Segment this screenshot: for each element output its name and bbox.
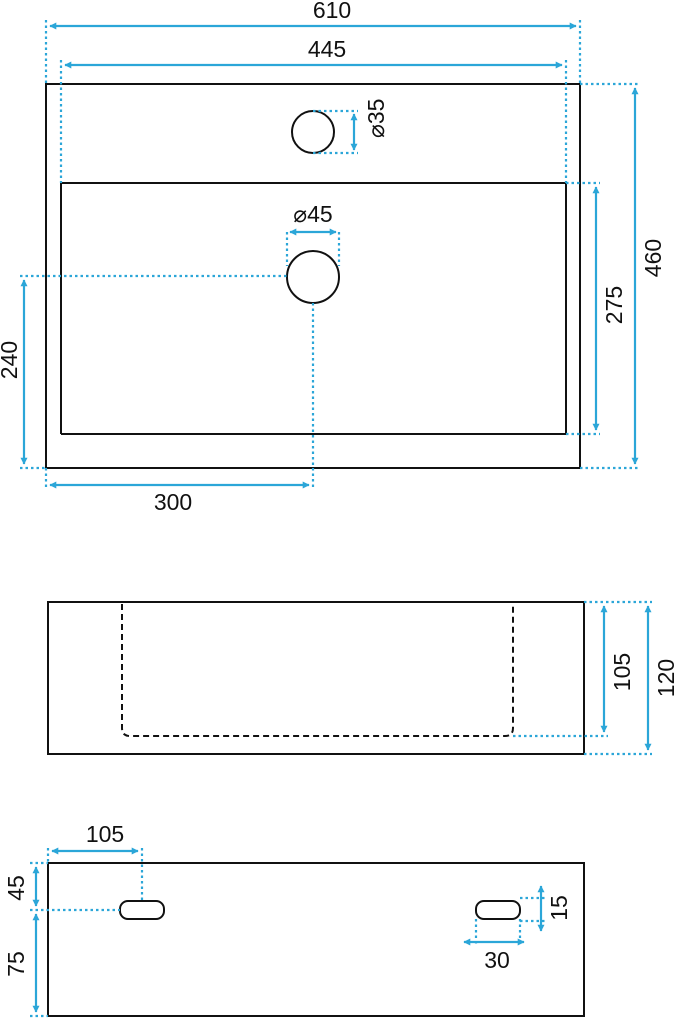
diameter-symbol: ⌀ — [363, 124, 389, 138]
tap-hole — [291, 110, 335, 154]
label-basin-width: 445 — [308, 36, 346, 62]
label-tap-hole: 35 — [363, 99, 389, 125]
label-basin-height: 105 — [609, 653, 635, 691]
side-view: 105 120 — [47, 600, 675, 756]
basin-cavity-dashed — [121, 604, 514, 737]
basin-outline-back — [47, 862, 585, 1017]
mounting-slot-right — [475, 900, 521, 920]
top-view: 610 445 460 275 ⌀35 ⌀45 — [0, 0, 666, 515]
label-basin-depth: 275 — [601, 286, 627, 324]
label-overall-depth: 460 — [640, 239, 666, 277]
basin-outline-side — [47, 601, 585, 755]
back-view: 105 45 75 30 15 — [3, 821, 585, 1018]
label-slot-height: 15 — [546, 895, 572, 921]
mounting-slot-left — [119, 900, 165, 920]
label-overall-height: 120 — [653, 659, 675, 697]
label-overall-width: 610 — [313, 0, 351, 23]
drain-hole — [286, 250, 340, 304]
label-slot-width: 30 — [484, 947, 510, 973]
label-drain: 45 — [307, 201, 333, 227]
label-drain-group: ⌀45 — [293, 201, 332, 227]
diameter-symbol: ⌀ — [293, 201, 307, 227]
label-drain-offset-x: 300 — [154, 489, 192, 515]
label-mount-offset-x: 105 — [86, 821, 124, 847]
label-drain-offset-y: 240 — [0, 341, 22, 379]
label-mount-offset-top: 45 — [3, 875, 29, 901]
svg-text:⌀35: ⌀35 — [363, 99, 389, 138]
label-tap-hole-group: ⌀35 — [363, 99, 389, 138]
label-mount-offset-bottom: 75 — [3, 951, 29, 977]
